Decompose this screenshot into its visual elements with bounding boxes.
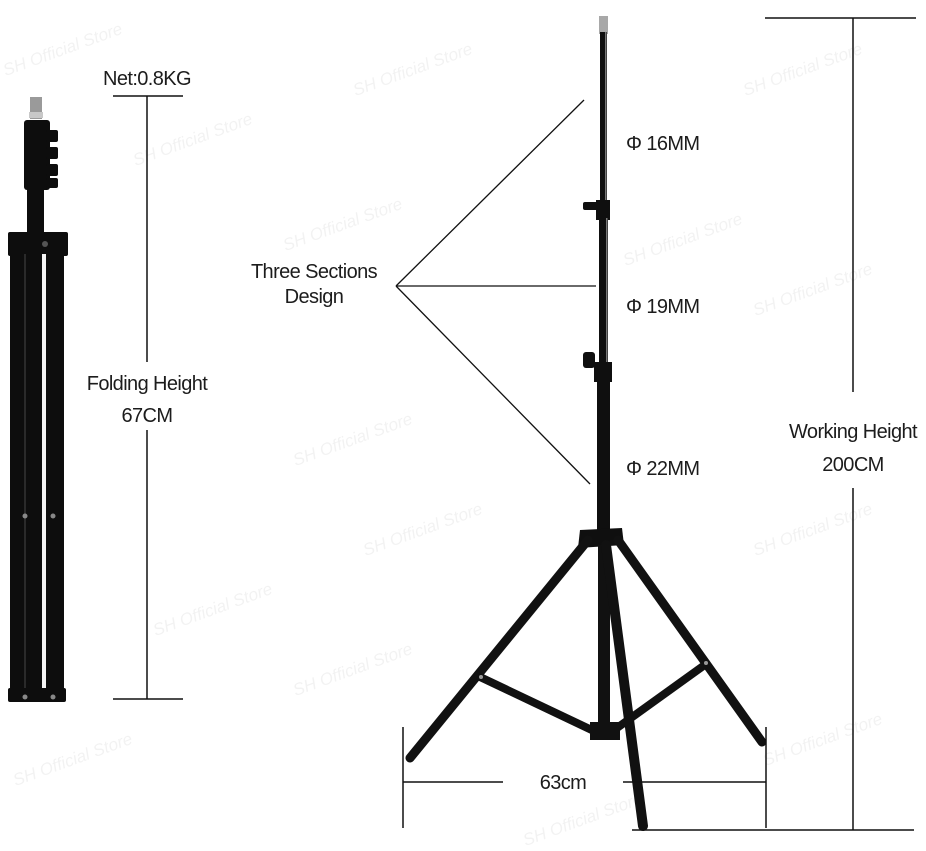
design-label: Design (284, 286, 344, 308)
tube-diameter-22mm: Φ 22MM (626, 458, 700, 480)
leg-span-dimension-line (402, 727, 767, 828)
light-stand-image (405, 16, 767, 831)
working-height-dimension-line (632, 17, 916, 831)
sections-callout-lines (395, 99, 596, 485)
net-weight-label: Net:0.8KG (103, 68, 192, 90)
folding-height-label: Folding Height (86, 373, 208, 395)
working-height-value: 200CM (822, 454, 884, 476)
working-height-label: Working Height (789, 421, 918, 443)
folding-height-dimension-line (113, 95, 183, 700)
leg-span-value: 63cm (539, 772, 587, 794)
tube-diameter-16mm: Φ 16MM (626, 133, 700, 155)
folded-stand-image (8, 97, 68, 702)
tube-diameter-19mm: Φ 19MM (626, 296, 700, 318)
folding-height-value: 67CM (121, 405, 174, 427)
three-sections-label: Three Sections (250, 261, 378, 283)
